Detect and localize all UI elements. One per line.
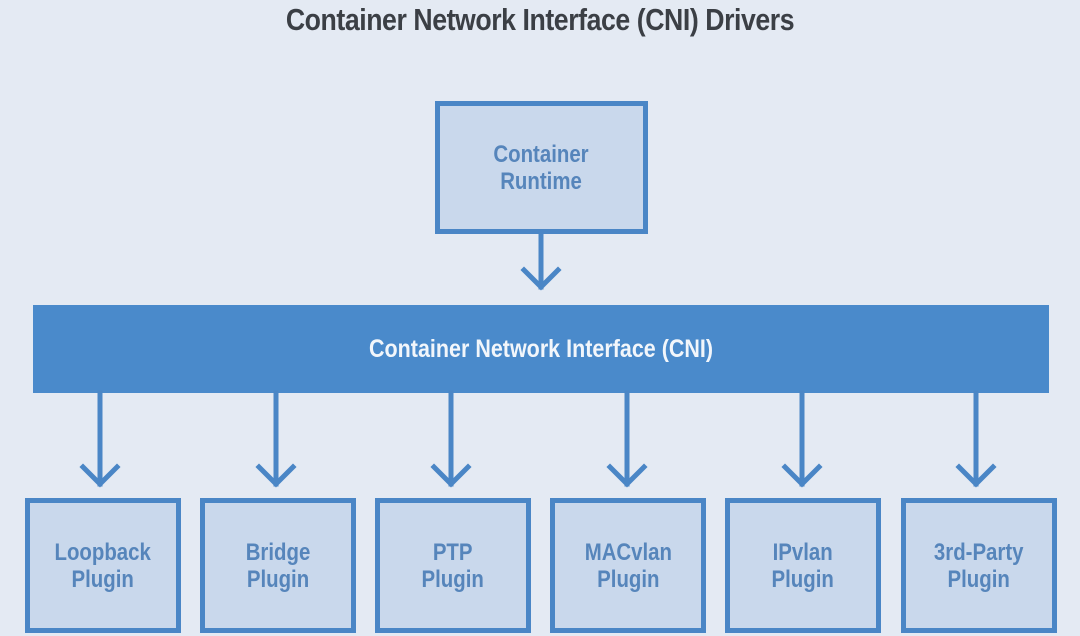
arrow-cni-to-ptp	[430, 390, 472, 488]
container-runtime-box: Container Runtime	[435, 101, 648, 234]
plugin-label: IPvlan Plugin	[771, 538, 835, 593]
arrow-cni-to-loopback	[79, 390, 121, 488]
third-party-plugin-box: 3rd-Party Plugin	[901, 498, 1057, 633]
diagram-title: Container Network Interface (CNI) Driver…	[285, 2, 795, 37]
arrow-cni-to-bridge	[255, 390, 297, 488]
ptp-plugin-box: PTP Plugin	[375, 498, 531, 633]
plugin-label: 3rd-Party Plugin	[934, 538, 1024, 593]
cni-bar-label: Container Network Interface (CNI)	[368, 334, 714, 363]
bridge-plugin-box: Bridge Plugin	[200, 498, 356, 633]
container-runtime-label: Container Runtime	[493, 140, 590, 195]
arrow-runtime-to-cni	[520, 230, 562, 291]
macvlan-plugin-box: MACvlan Plugin	[550, 498, 706, 633]
arrow-cni-to-macvlan	[606, 390, 648, 488]
loopback-plugin-box: Loopback Plugin	[25, 498, 181, 633]
plugin-label: MACvlan Plugin	[584, 538, 672, 593]
arrow-cni-to-third-party	[955, 390, 997, 488]
ipvlan-plugin-box: IPvlan Plugin	[725, 498, 881, 633]
plugin-label: PTP Plugin	[421, 538, 485, 593]
plugin-label: Loopback Plugin	[54, 538, 152, 593]
arrow-cni-to-ipvlan	[781, 390, 823, 488]
cni-bar: Container Network Interface (CNI)	[33, 305, 1049, 393]
plugin-label: Bridge Plugin	[245, 538, 311, 593]
